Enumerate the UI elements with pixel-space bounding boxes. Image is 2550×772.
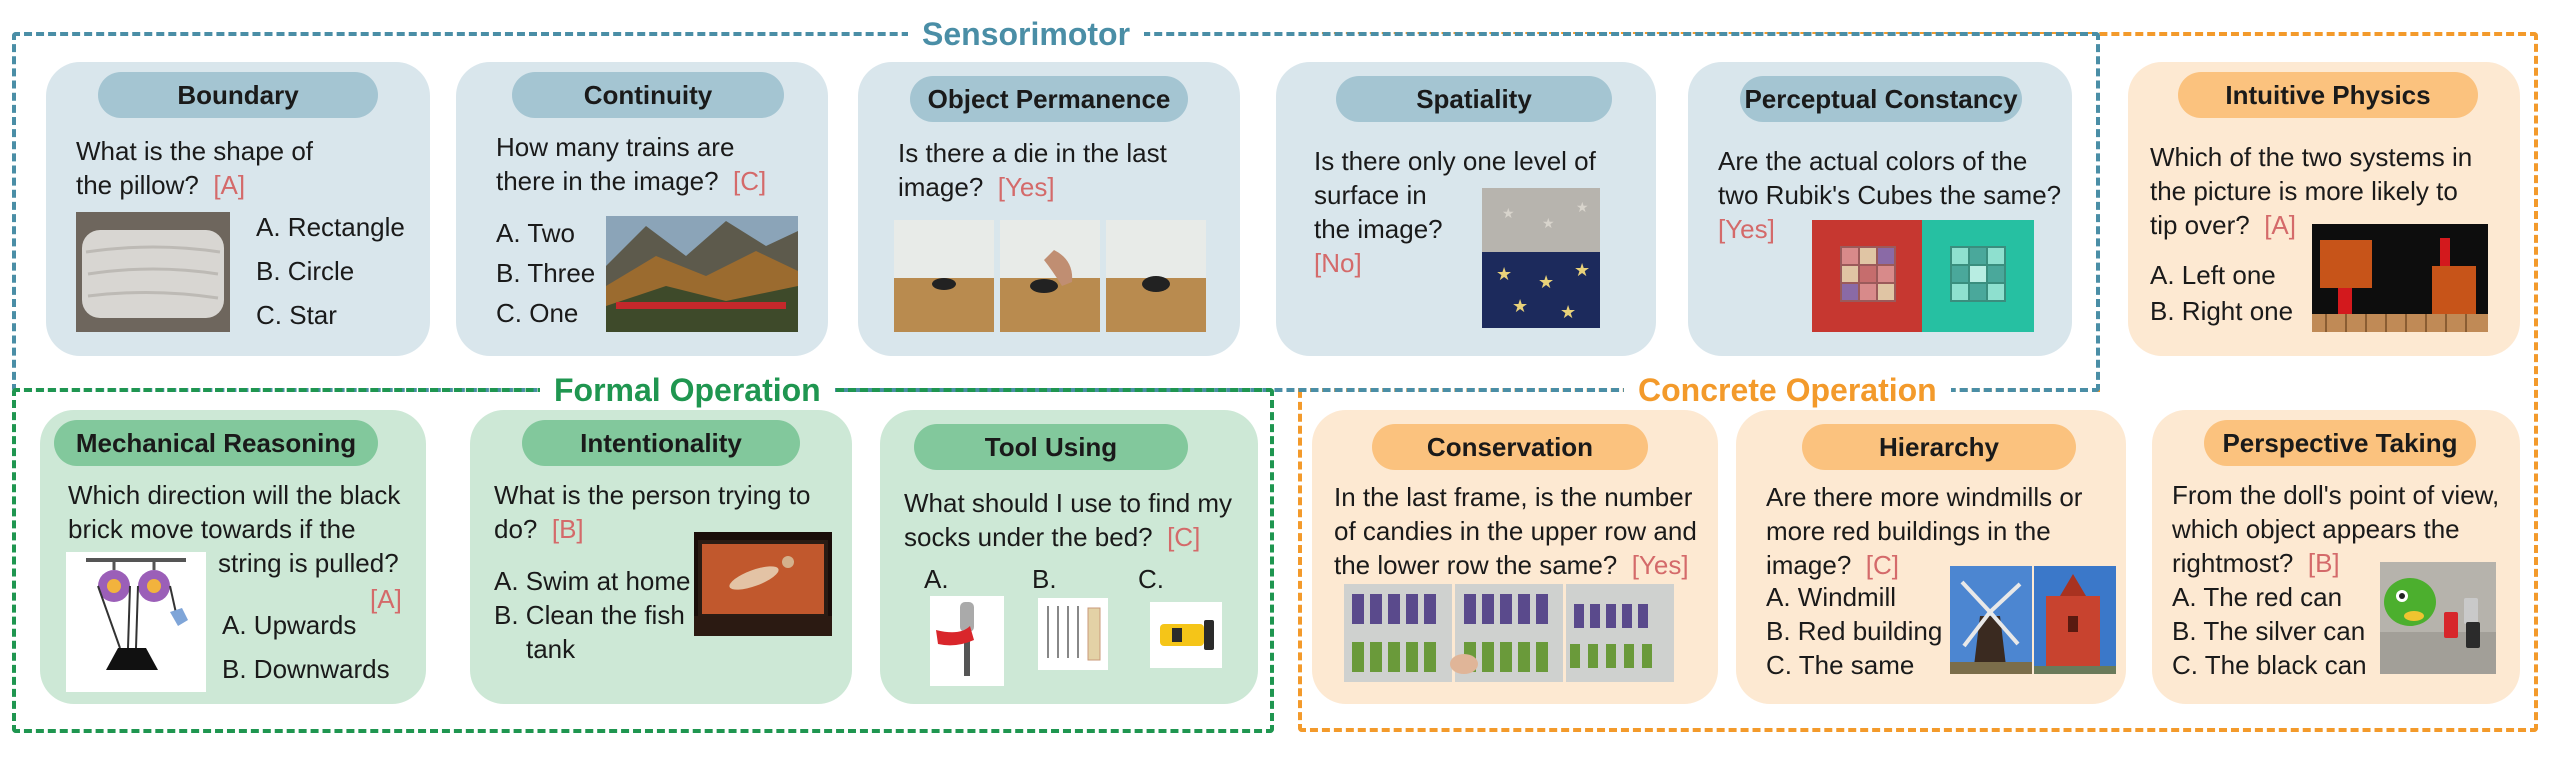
svg-text:★: ★ <box>1560 302 1576 322</box>
concrete-operation-title: Concrete Operation <box>1624 370 1951 410</box>
star-blanket-image: ★★★ ★★ ★★★ <box>1482 188 1600 328</box>
intentionality-title: Intentionality <box>522 420 800 466</box>
perspective-taking-question: From the doll's point of view, which obj… <box>2172 480 2500 578</box>
mechanical-reasoning-card: Mechanical Reasoning Which direction wil… <box>40 410 426 704</box>
sensorimotor-title: Sensorimotor <box>908 14 1145 54</box>
boundary-card: Boundary What is the shape of the pillow… <box>46 62 430 356</box>
svg-text:★: ★ <box>1496 264 1512 284</box>
train-image <box>606 216 798 332</box>
flashlight-image <box>1150 602 1222 668</box>
intentionality-option-a: A. Swim at home <box>494 566 691 596</box>
perspective-taking-option-a: A. The red can <box>2172 582 2343 612</box>
die-frames-image <box>894 220 1206 332</box>
boundary-title: Boundary <box>98 72 378 118</box>
intuitive-physics-card: Intuitive Physics Which of the two syste… <box>2128 62 2520 356</box>
perceptual-constancy-answer: [Yes] <box>1718 214 1775 244</box>
perspective-taking-title: Perspective Taking <box>2204 420 2476 466</box>
perceptual-constancy-card: Perceptual Constancy Are the actual colo… <box>1688 62 2072 356</box>
continuity-question: How many trains are there in the image? … <box>496 132 767 196</box>
mechanical-reasoning-question: Which direction will the black brick mov… <box>68 480 401 544</box>
spatiality-card: Spatiality Is there only one level of su… <box>1276 62 1656 356</box>
continuity-option-c: C. One <box>496 298 579 328</box>
intentionality-option-b-cont: tank <box>526 634 576 664</box>
continuity-card: Continuity How many trains are there in … <box>456 62 828 356</box>
conservation-title: Conservation <box>1372 424 1648 470</box>
tool-using-card: Tool Using What should I use to find my … <box>880 410 1258 704</box>
svg-text:★: ★ <box>1542 215 1555 231</box>
hierarchy-card: Hierarchy Are there more windmills or mo… <box>1736 410 2126 704</box>
mechanical-reasoning-title: Mechanical Reasoning <box>54 420 378 466</box>
tool-using-question: What should I use to find my socks under… <box>904 488 1233 552</box>
boundary-question: What is the shape of the pillow? [A] <box>76 136 314 200</box>
hierarchy-option-c: C. The same <box>1766 650 1915 680</box>
perspective-taking-answer: [B] <box>2307 548 2340 578</box>
continuity-option-b: B. Three <box>496 258 596 288</box>
windmill-buildings-image <box>1950 566 2116 674</box>
mechanical-reasoning-answer: [A] <box>370 584 402 614</box>
doll-cans-image <box>2380 562 2496 674</box>
boundary-option-b: B. Circle <box>256 256 355 286</box>
boundary-option-c: C. Star <box>256 300 337 330</box>
continuity-title: Continuity <box>512 72 784 118</box>
conservation-question: In the last frame, is the number of cand… <box>1334 482 1697 580</box>
svg-text:★: ★ <box>1502 205 1515 221</box>
tool-using-option-b: B. <box>1032 564 1057 594</box>
svg-text:★: ★ <box>1574 260 1590 280</box>
hierarchy-title: Hierarchy <box>1802 424 2076 470</box>
spatiality-question: Is there only one level of surface in th… <box>1314 146 1596 278</box>
mechanical-reasoning-option-a: A. Upwards <box>222 610 357 640</box>
perceptual-constancy-title: Perceptual Constancy <box>1740 76 2022 122</box>
object-permanence-question: Is there a die in the last image? [Yes] <box>898 138 1167 202</box>
tool-using-title: Tool Using <box>914 424 1188 470</box>
intentionality-question: What is the person trying to do? [B] <box>494 480 811 544</box>
hierarchy-question: Are there more windmills or more red bui… <box>1766 482 2083 580</box>
tool-using-option-c: C. <box>1138 564 1164 594</box>
object-permanence-card: Object Permanence Is there a die in the … <box>858 62 1240 356</box>
svg-text:★: ★ <box>1576 199 1589 215</box>
hierarchy-answer: [C] <box>1865 550 1899 580</box>
boundary-answer: [A] <box>213 170 246 200</box>
perspective-taking-card: Perspective Taking From the doll's point… <box>2152 410 2520 704</box>
pillow-image <box>76 212 230 332</box>
intuitive-physics-answer: [A] <box>2264 210 2296 240</box>
tool-using-answer: [C] <box>1167 522 1201 552</box>
svg-text:★: ★ <box>1512 296 1528 316</box>
conservation-card: Conservation In the last frame, is the n… <box>1312 410 1718 704</box>
intuitive-physics-option-b: B. Right one <box>2150 296 2294 326</box>
pulley-image <box>66 552 206 692</box>
boundary-option-a: A. Rectangle <box>256 212 405 242</box>
tipping-blocks-image <box>2312 224 2488 332</box>
intuitive-physics-title: Intuitive Physics <box>2178 72 2478 118</box>
conservation-answer: [Yes] <box>1631 550 1689 580</box>
spatiality-title: Spatiality <box>1336 76 1612 122</box>
formal-operation-title: Formal Operation <box>540 370 835 410</box>
spatiality-answer: [No] <box>1314 248 1362 278</box>
intentionality-option-b: B. Clean the fish <box>494 600 685 630</box>
continuity-option-a: A. Two <box>496 218 576 248</box>
svg-text:★: ★ <box>1538 272 1554 292</box>
candies-frames-image <box>1344 584 1674 682</box>
mechanical-reasoning-option-b: B. Downwards <box>222 654 390 684</box>
perceptual-constancy-question: Are the actual colors of the two Rubik's… <box>1718 146 2062 244</box>
tool-using-option-a: A. <box>924 564 949 594</box>
mechanical-reasoning-question-cont: string is pulled? <box>218 548 399 578</box>
rubiks-cubes-image <box>1812 220 2034 332</box>
intentionality-card: Intentionality What is the person trying… <box>470 410 852 704</box>
fish-tank-image <box>694 532 832 636</box>
intuitive-physics-question: Which of the two systems in the picture … <box>2150 142 2473 240</box>
needles-image <box>1038 598 1108 670</box>
continuity-answer: [C] <box>733 166 767 196</box>
object-permanence-title: Object Permanence <box>910 76 1188 122</box>
screwdriver-image <box>930 596 1004 686</box>
hierarchy-option-a: A. Windmill <box>1766 582 1897 612</box>
intuitive-physics-option-a: A. Left one <box>2150 260 2276 290</box>
object-permanence-answer: [Yes] <box>997 172 1055 202</box>
perspective-taking-option-c: C. The black can <box>2172 650 2367 680</box>
hierarchy-option-b: B. Red building <box>1766 616 1943 646</box>
perspective-taking-option-b: B. The silver can <box>2172 616 2366 646</box>
intentionality-answer: [B] <box>551 514 584 544</box>
